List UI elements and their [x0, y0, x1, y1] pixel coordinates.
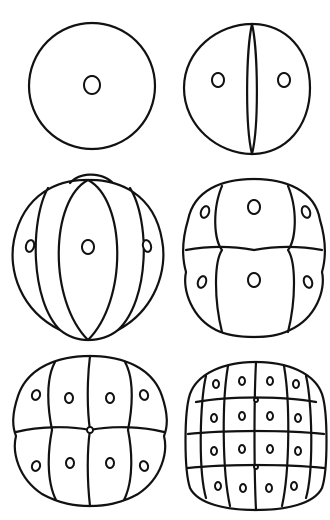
nucleus-r2-3: [267, 412, 273, 420]
nucleus-r1-2: [239, 377, 245, 385]
stage-four-cell: [13, 175, 164, 340]
nucleus-upper-center: [248, 200, 260, 214]
stage-two-cell: [184, 24, 310, 154]
nucleus-lower-center: [248, 273, 260, 287]
nucleus-r1-4: [293, 380, 299, 388]
nucleus-2: [65, 393, 73, 403]
nucleus-6: [66, 458, 74, 468]
junction-1: [254, 398, 258, 402]
stage-one-cell: [29, 23, 155, 149]
stage-thirty-two-cell: [186, 362, 327, 510]
nucleus-r4-1: [215, 482, 221, 490]
nucleus-r3-2: [239, 445, 245, 453]
nucleus-center: [82, 240, 94, 254]
nucleus-r3-1: [211, 447, 217, 455]
stage-eight-cell: [183, 179, 325, 337]
nucleus-left: [212, 73, 224, 87]
nucleus-r1-1: [213, 380, 219, 388]
nucleus-r3-3: [267, 445, 273, 453]
nucleus-right: [278, 73, 290, 87]
nucleus: [84, 76, 100, 94]
nucleus-r2-2: [239, 412, 245, 420]
nucleus-r2-4: [295, 414, 301, 422]
junction-2: [254, 465, 258, 469]
nucleus-r4-3: [266, 484, 272, 492]
pole-point: [87, 427, 93, 433]
stage-sixteen-cell: [13, 356, 167, 506]
nucleus-r1-3: [267, 377, 273, 385]
nucleus-3: [106, 393, 114, 403]
nucleus-r4-4: [291, 482, 297, 490]
nucleus-r2-1: [211, 414, 217, 422]
nucleus-r3-4: [295, 447, 301, 455]
nucleus-r4-2: [240, 484, 246, 492]
nucleus-7: [106, 458, 114, 468]
